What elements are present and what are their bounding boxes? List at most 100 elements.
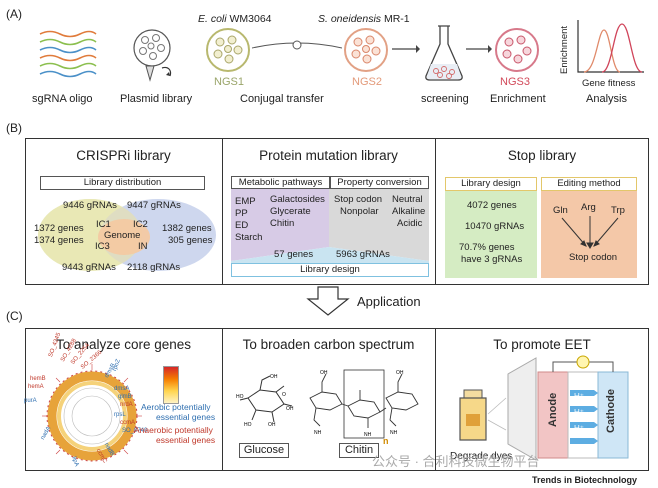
prop-neutral: Neutral — [392, 194, 423, 205]
svg-text:NH: NH — [390, 430, 398, 436]
crispri-ic2: IC2 — [133, 219, 148, 230]
crispri-ic1: IC1 — [96, 219, 111, 230]
ngs2-cell-icon — [344, 28, 388, 72]
sgrna-oligo-label: sgRNA oligo — [32, 93, 93, 105]
svg-text:OH: OH — [396, 370, 404, 376]
hplus-2: H⁺ — [574, 392, 584, 401]
crispri-title: CRISPRi library — [76, 148, 171, 163]
plasmid-library-label: Plasmid library — [120, 93, 193, 105]
stop-editing-bg — [541, 190, 637, 278]
shewanella-rest: MR-1 — [381, 13, 410, 25]
svg-text:NH: NH — [364, 432, 372, 438]
gene-label-6: glmB — [118, 394, 132, 400]
panel-c-letter: (C) — [6, 309, 23, 323]
compound-chitin: Chitin — [270, 218, 295, 229]
stop-library-design-box: Library design — [445, 177, 537, 191]
crispri-top-right-grnas: 9447 gRNAs — [127, 200, 181, 211]
gene-label-11: purA — [24, 398, 37, 404]
stop-title: Stop library — [507, 148, 577, 163]
library-distribution-box: Library distribution — [40, 176, 205, 190]
protein-title: Protein mutation library — [259, 148, 398, 163]
ngs3-cell-icon — [495, 28, 539, 72]
hplus-4: H⁺ — [574, 424, 584, 433]
panel-c-frame — [25, 328, 649, 471]
journal-label: Trends in Biotechnology — [532, 475, 638, 485]
core-genes-title: To analyze core genes — [55, 337, 192, 352]
gene-label-9: rpsL — [114, 412, 126, 418]
anode-label: Anode — [547, 392, 559, 427]
sgrna-oligo-icon — [39, 30, 97, 78]
crispri-venn-diagram — [38, 199, 216, 271]
panel-c-divider-1 — [222, 328, 223, 471]
glucose-structure: OH O OH OH HO HO — [236, 374, 294, 428]
stop-pct-line1: 70.7% genes — [459, 242, 515, 253]
shewanella-italic: S. oneidensis — [318, 13, 382, 25]
ngs2-label: NGS2 — [352, 76, 382, 88]
chitin-label: Chitin — [339, 443, 379, 458]
aa-trp: Trp — [611, 205, 625, 216]
panel-a-letter: (A) — [6, 7, 22, 21]
protein-library-design-box: Library design — [231, 263, 429, 277]
crispri-bottom-left-grnas: 9443 gRNAs — [62, 262, 116, 273]
anaerobic-label-2: essential genes — [156, 435, 216, 445]
glucose-label: Glucose — [239, 443, 289, 458]
ngs3-label: NGS3 — [500, 76, 530, 88]
svg-text:NH: NH — [314, 430, 322, 436]
svg-text:OH: OH — [320, 370, 328, 376]
gene-label-13: hemB — [30, 376, 46, 382]
panel-b-divider-2 — [435, 138, 436, 285]
carbon-spectrum-title: To broaden carbon spectrum — [242, 337, 415, 352]
gene-label-7: nrdA — [120, 402, 133, 408]
pathway-starch: Starch — [235, 232, 263, 243]
stop-pct-line2: have 3 gRNAs — [461, 254, 523, 265]
ecoli-rest: WM3064 — [226, 13, 272, 25]
gene-label-5: dmsA — [114, 386, 130, 392]
watermark: 公众号 · 合利科技微生物平台 — [372, 454, 540, 469]
ngs1-cell-icon — [206, 28, 250, 72]
crispri-left-genes-1: 1372 genes — [34, 223, 84, 234]
panel-b-divider-1 — [222, 138, 223, 285]
prop-stop-codon: Stop codon — [334, 194, 383, 205]
svg-text:HO: HO — [236, 394, 244, 400]
prop-alkaline: Alkaline — [392, 206, 426, 217]
svg-text:OH: OH — [268, 422, 276, 428]
svg-text:OH: OH — [270, 374, 278, 380]
degrade-dyes-label: Degrade dyes — [450, 451, 513, 462]
aa-arg: Arg — [581, 202, 596, 213]
protein-title-wrap: Protein mutation library — [222, 148, 435, 163]
plasmid-library-icon — [133, 29, 172, 82]
compound-glycerate: Glycerate — [270, 206, 311, 217]
aerobic-label-2: essential genes — [156, 412, 216, 422]
pathway-emp: EMP — [235, 196, 256, 207]
crispri-right-genes-1: 1382 genes — [162, 223, 212, 234]
conjugal-transfer-label: Conjugal transfer — [240, 93, 324, 105]
crispri-genome: Genome — [104, 230, 141, 241]
stop-grnas-count: 10470 gRNAs — [465, 221, 525, 232]
aerobic-label-1: Aerobic potentially — [141, 402, 211, 412]
hplus-3: H⁺ — [574, 408, 584, 417]
chitin-structure: OH OH NH NH NH — [309, 369, 419, 439]
stop-codon-target: Stop codon — [569, 252, 618, 263]
conjugation-bridge — [252, 40, 342, 50]
svg-text:HO: HO — [244, 422, 252, 428]
application-label: Application — [357, 294, 421, 309]
ecoli-strain-label: E. coli WM3064 — [198, 14, 272, 25]
editing-arrows — [561, 216, 619, 249]
panel-b-frame — [25, 138, 649, 285]
hplus-1: H⁺ — [574, 376, 584, 385]
stop-title-wrap: Stop library — [435, 148, 649, 163]
arrow-to-flask — [392, 45, 420, 53]
metabolic-pathways-box: Metabolic pathways — [231, 176, 330, 189]
stop-genes-count: 4072 genes — [467, 200, 517, 211]
ecoli-italic: E. coli — [198, 13, 227, 25]
compound-galactosides: Galactosides — [270, 194, 325, 205]
analysis-x-axis-label: Gene fitness — [582, 78, 636, 89]
eet-electrode-cell — [507, 355, 629, 461]
aa-gln: Gln — [553, 205, 568, 216]
gene-label-16: SO_0740 — [122, 428, 148, 434]
property-conversion-box: Property conversion — [330, 176, 429, 189]
arrow-to-ngs3 — [466, 45, 492, 53]
cathode-label: Cathode — [605, 389, 617, 433]
enrichment-label: Enrichment — [490, 93, 546, 105]
circos-genome-plot — [42, 364, 142, 462]
